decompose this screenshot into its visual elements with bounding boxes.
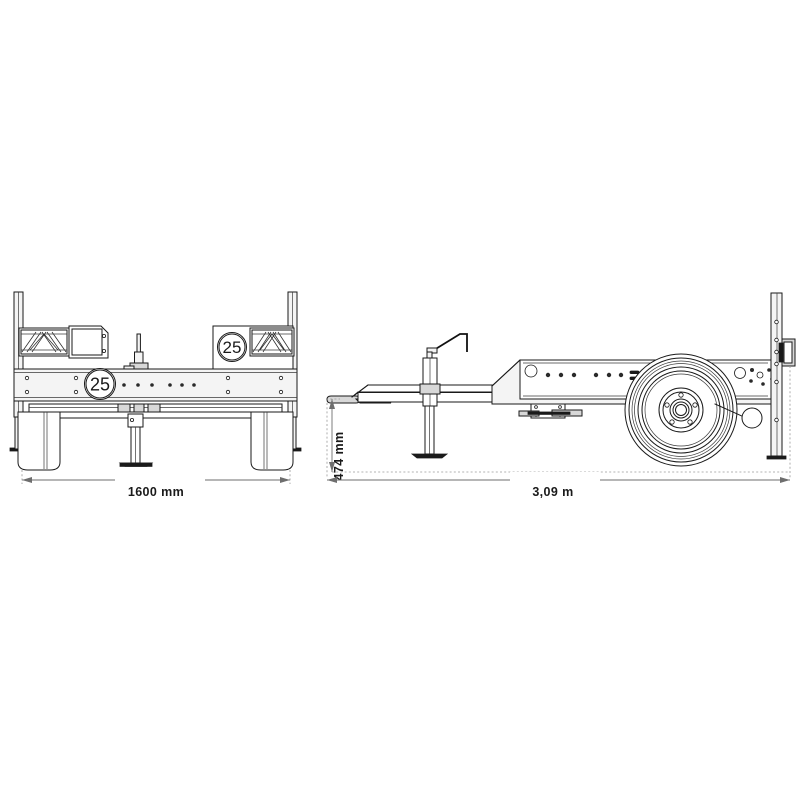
left-reflector-grid [18, 327, 70, 357]
jack-with-crank [410, 333, 468, 459]
speed-sign-bed-label: 25 [90, 375, 110, 395]
wheel [624, 353, 738, 467]
dimension-height-label: 474 mm [332, 432, 346, 481]
crank-handle [426, 333, 468, 354]
rear-post [766, 292, 787, 460]
speed-sign-board: 25 [217, 332, 247, 362]
beam-holes-group-1 [545, 372, 577, 378]
dimension-height: 474 mm [326, 398, 346, 481]
speed-sign-board-label: 25 [223, 338, 242, 357]
beam-holes-group-2 [593, 372, 624, 378]
bed-dots [122, 383, 196, 387]
left-fender [17, 411, 61, 471]
speed-sign-bed: 25 [84, 368, 116, 400]
dimension-width-label: 1600 mm [128, 485, 184, 499]
right-reflector-grid [249, 327, 295, 357]
wheel-lugs [664, 392, 698, 425]
dimension-length: 3,09 m [326, 366, 791, 499]
right-signboard: 25 [212, 325, 295, 371]
centre-mast [123, 333, 149, 371]
dimension-length-label: 3,09 m [532, 485, 573, 499]
front-view: 25 [9, 291, 302, 499]
rear-frame-plate [734, 367, 774, 386]
jack-leg-front [118, 413, 154, 467]
rear-light [778, 338, 796, 367]
bed-rivets [24, 375, 284, 395]
licence-plate-panel [68, 325, 109, 359]
bed-panel: 25 [13, 368, 298, 402]
dimension-width: 1600 mm [21, 470, 291, 499]
right-fender [250, 411, 294, 471]
axle-bracket [518, 403, 583, 419]
mudguard-stay [714, 403, 763, 429]
lower-cross-rail [28, 403, 283, 419]
side-view: 474 mm 3,09 m [326, 292, 796, 499]
